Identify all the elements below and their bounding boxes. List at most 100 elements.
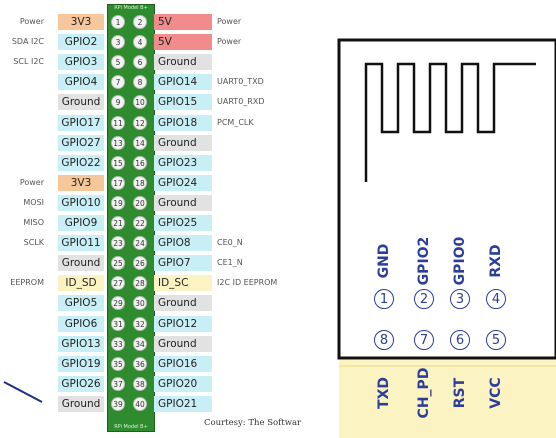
pin-number-left: 13	[111, 135, 125, 150]
pin-number-right: 4	[133, 35, 147, 50]
pin-function-right: Power	[217, 37, 242, 47]
pin-number-right: 6	[133, 55, 147, 70]
pin-number-left: 3	[111, 35, 125, 50]
pin-number-left: 31	[111, 316, 125, 331]
pin-function-left: SCL I2C	[13, 57, 44, 67]
pin-function-left: Power	[19, 177, 44, 187]
board-bottom-note: RPi Model B+	[114, 424, 148, 430]
pin-number-left: 23	[111, 236, 125, 251]
pin-label-right: GPIO18	[154, 114, 212, 131]
pin-number-left: 25	[111, 256, 125, 271]
pin-number-right: 12	[133, 115, 147, 130]
pin-number-left: 1	[111, 15, 125, 29]
pin-number-left: 7	[111, 75, 125, 90]
pin-label-left: GPIO5	[58, 295, 104, 312]
pin-label-right: GPIO20	[154, 375, 212, 392]
pin-label-right: 5V	[154, 34, 212, 51]
esp-bottom-pin-number: 5	[486, 330, 506, 350]
pin-number-right: 30	[133, 296, 147, 311]
pin-label-right: GPIO8	[154, 235, 212, 252]
pin-function-left: SCLK	[23, 238, 44, 248]
pin-label-right: Ground	[154, 194, 212, 211]
pin-label-left: GPIO27	[58, 134, 104, 151]
pin-number-left: 11	[111, 115, 125, 130]
pin-label-left: GPIO10	[58, 194, 104, 211]
pin-number-right: 36	[133, 356, 147, 371]
pin-label-left: GPIO22	[58, 154, 104, 171]
pin-function-left: EEPROM	[10, 278, 44, 288]
pin-label-right: GPIO12	[154, 315, 212, 332]
pin-number-right: 16	[133, 155, 147, 170]
pin-number-right: 34	[133, 336, 147, 351]
pin-number-left: 37	[111, 376, 125, 391]
pin-number-left: 21	[111, 216, 125, 230]
pin-label-left: GPIO11	[58, 235, 104, 252]
pin-number-right: 40	[133, 396, 147, 411]
pin-number-left: 17	[111, 175, 125, 190]
esp-top-pin-number: 4	[486, 289, 506, 309]
pointer-line	[3, 381, 43, 403]
pin-number-right: 20	[133, 195, 147, 210]
esp-top-pin-number: 2	[414, 289, 434, 309]
pin-label-right: Ground	[154, 295, 212, 312]
pin-number-right: 22	[133, 216, 147, 230]
pin-label-left: 3V3	[58, 174, 104, 191]
pin-label-left: GPIO9	[58, 215, 104, 231]
pin-number-left: 15	[111, 155, 125, 170]
pin-number-left: 33	[111, 336, 125, 351]
courtesy-note: Courtesy: The Softwar	[204, 418, 302, 428]
pin-label-right: GPIO15	[154, 94, 212, 111]
pin-label-right: Ground	[154, 335, 212, 352]
esp-bottom-pin-number: 8	[374, 330, 394, 350]
pin-function-left: MOSI	[23, 197, 44, 207]
esp-bottom-pin-number: 6	[450, 330, 470, 350]
pin-function-right: PCM_CLK	[217, 117, 254, 127]
pin-label-right: 5V	[154, 14, 212, 30]
pin-function-right: I2C ID EEPROM	[217, 278, 278, 288]
pin-number-right: 28	[133, 276, 147, 291]
pin-label-left: GPIO2	[58, 34, 104, 51]
pin-label-left: GPIO26	[58, 375, 104, 392]
pin-function-right: UART0_RXD	[217, 97, 265, 107]
pin-number-right: 10	[133, 95, 147, 110]
pin-label-right: GPIO14	[154, 74, 212, 91]
pin-label-left: Ground	[58, 94, 104, 111]
pin-label-left: GPIO13	[58, 335, 104, 352]
pin-number-right: 18	[133, 175, 147, 190]
pin-label-left: GPIO3	[58, 54, 104, 71]
pin-label-left: GPIO19	[58, 355, 104, 372]
antenna-trace	[364, 62, 536, 182]
pin-number-left: 19	[111, 195, 125, 210]
pin-function-left: SDA I2C	[11, 37, 44, 47]
esp-bottom-pin-label: TXD	[376, 377, 392, 409]
esp-top-pin-label: GND	[376, 243, 392, 279]
pin-function-right: Power	[217, 17, 242, 26]
pin-label-right: Ground	[154, 54, 212, 71]
pin-function-right: CE1_N	[217, 258, 243, 268]
pin-label-right: GPIO23	[154, 154, 212, 171]
pin-label-left: ID_SD	[58, 275, 104, 292]
esp-top-pin-number: 3	[450, 289, 470, 309]
pin-number-right: 26	[133, 256, 147, 271]
pin-number-left: 9	[111, 95, 125, 110]
pin-number-left: 29	[111, 296, 125, 311]
pin-number-left: 27	[111, 276, 125, 291]
pin-number-right: 2	[133, 15, 147, 29]
pin-function-left: Power	[19, 17, 44, 26]
pin-number-right: 32	[133, 316, 147, 331]
pin-label-right: GPIO7	[154, 255, 212, 272]
pin-label-left: 3V3	[58, 14, 104, 30]
esp-top-pin-label: RXD	[488, 244, 504, 278]
esp-bottom-pin-label: RST	[452, 377, 468, 409]
pin-label-left: Ground	[58, 255, 104, 272]
pin-label-right: Ground	[154, 134, 212, 151]
pin-function-right: CE0_N	[217, 238, 243, 248]
pin-label-right: GPIO16	[154, 355, 212, 372]
pin-number-left: 39	[111, 396, 125, 411]
esp-bottom-pin-label: CH_PD	[416, 367, 432, 419]
pin-number-right: 24	[133, 236, 147, 251]
pin-label-left: GPIO17	[58, 114, 104, 131]
pin-number-left: 5	[111, 55, 125, 70]
